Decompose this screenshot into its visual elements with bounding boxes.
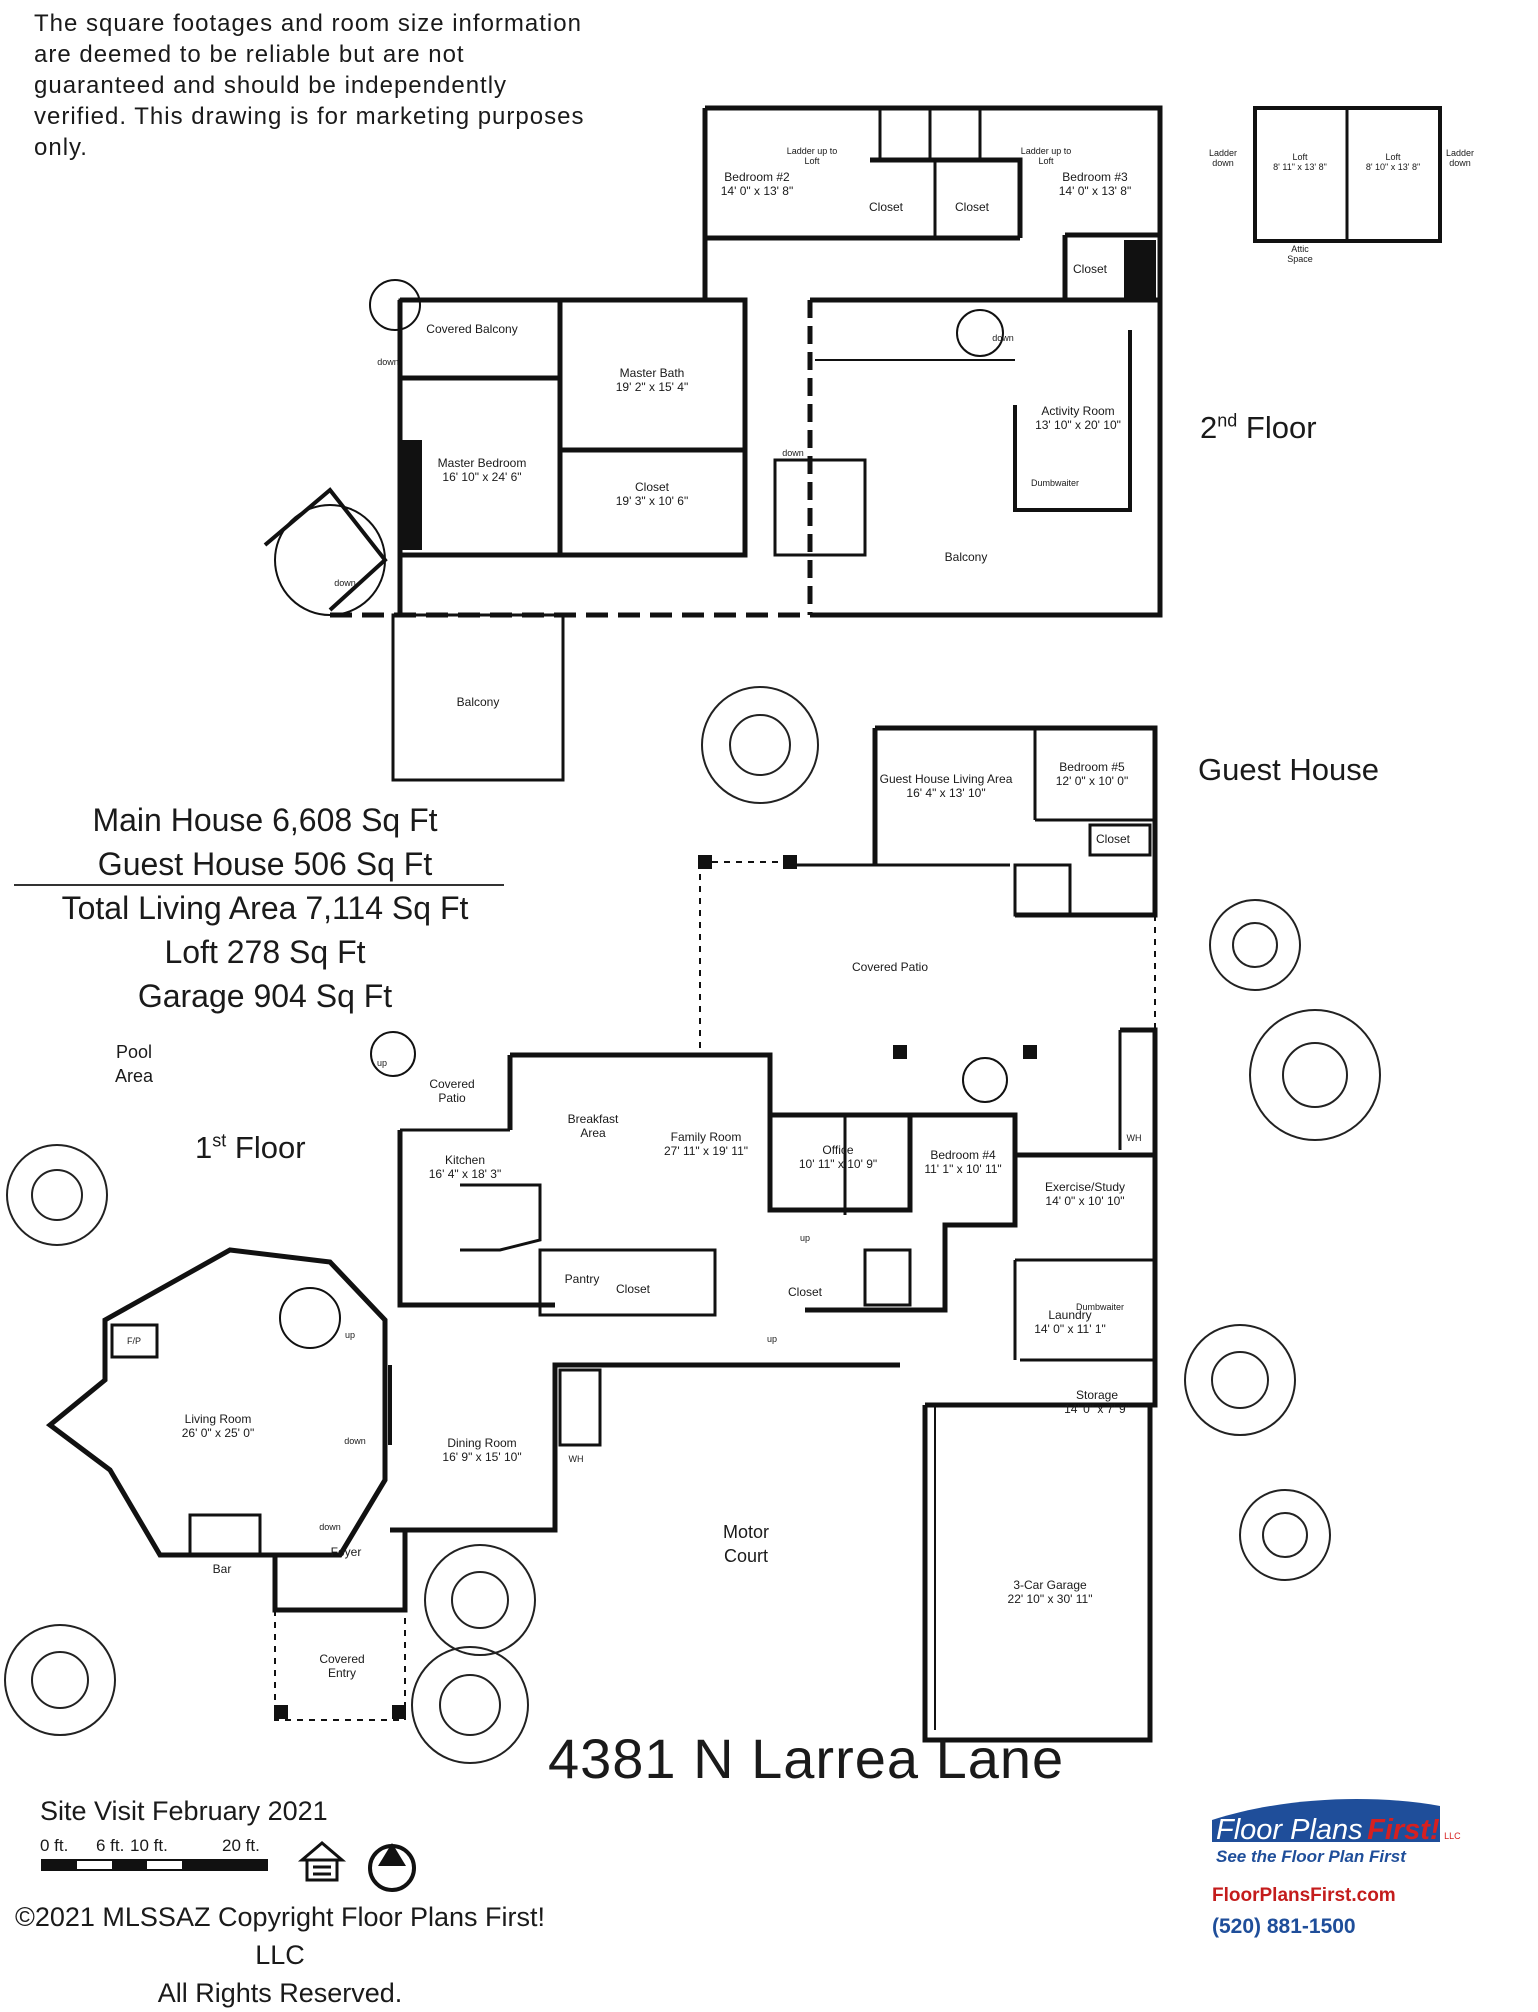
guest-house-label: Guest House xyxy=(1198,752,1379,787)
room-covered-patio-small: Covered Patio xyxy=(429,1077,475,1105)
room-covered-entry: Covered Entry xyxy=(319,1652,365,1680)
scale-label-6: 6 ft. xyxy=(96,1836,125,1855)
room-pool: Pool Area xyxy=(114,1042,154,1086)
logo-llc: LLC xyxy=(1444,1831,1461,1841)
copyright-line-2: All Rights Reserved. xyxy=(157,1978,403,2008)
room-balcony-lower: Balcony xyxy=(456,695,500,709)
logo-brand-accent: First! xyxy=(1367,1814,1440,1846)
label-down-f: down xyxy=(319,1522,341,1532)
label-up-a: up xyxy=(376,1058,388,1068)
logo-tagline: See the Floor Plan First xyxy=(1216,1847,1406,1866)
label-closet-office: Closet xyxy=(787,1285,823,1299)
room-foyer: Foyer xyxy=(330,1545,362,1559)
area-divider xyxy=(14,884,504,886)
logo-swoosh-icon xyxy=(1212,1798,1440,1842)
room-pantry: Pantry xyxy=(564,1272,600,1286)
wall-garage xyxy=(922,1405,1153,1743)
label-fireplace: F/P xyxy=(126,1336,142,1346)
wall-living-room xyxy=(45,1247,388,1558)
label-up-d: up xyxy=(766,1334,778,1344)
logo-phone: (520) 881-1500 xyxy=(1212,1915,1356,1938)
label-wh-a: WH xyxy=(568,1454,584,1464)
label-closet-guest: Closet xyxy=(1095,832,1131,846)
label-up-c: up xyxy=(799,1233,811,1243)
area-main: Main House 6,608 Sq Ft xyxy=(92,802,438,838)
area-guest: Guest House 506 Sq Ft xyxy=(97,846,433,882)
scale-bar xyxy=(41,1859,268,1871)
label-dumbwaiter-upper: Dumbwaiter xyxy=(1030,478,1080,488)
label-closet-b: Closet xyxy=(954,200,990,214)
room-bar: Bar xyxy=(212,1562,232,1576)
disclaimer-text: The square footages and room size inform… xyxy=(34,10,585,161)
property-address: 4381 N Larrea Lane xyxy=(548,1727,1065,1790)
logo-brand: Floor Plans xyxy=(1216,1814,1363,1846)
room-breakfast: Breakfast Area xyxy=(567,1112,619,1140)
room-covered-patio-big: Covered Patio xyxy=(851,960,929,974)
label-down-c: down xyxy=(992,333,1014,343)
label-down-d: down xyxy=(782,448,804,458)
label-down-a: down xyxy=(377,357,399,367)
second-floor-label: 2nd Floor xyxy=(1200,410,1317,445)
area-garage: Garage 904 Sq Ft xyxy=(137,978,393,1014)
area-total: Total Living Area 7,114 Sq Ft xyxy=(61,890,469,926)
wall-family-room xyxy=(510,1052,1015,1118)
copyright: ©2021 MLSSAZ Copyright Floor Plans First… xyxy=(0,1898,560,2012)
first-floor-label: 1st Floor xyxy=(195,1130,306,1165)
equal-housing-icon xyxy=(297,1841,347,1882)
trees xyxy=(4,686,1381,1764)
label-closet-pantry: Closet xyxy=(615,1282,651,1296)
room-balcony-upper: Balcony xyxy=(944,550,988,564)
label-ladder-down-a: Ladder down xyxy=(1208,148,1238,168)
label-ladder-up-a: Ladder up to Loft xyxy=(786,146,838,166)
area-loft: Loft 278 Sq Ft xyxy=(164,934,366,970)
label-dumbwaiter-lower: Dumbwaiter xyxy=(1075,1302,1125,1312)
label-wh-b: WH xyxy=(1126,1133,1142,1143)
label-down-e: down xyxy=(344,1436,366,1446)
wall-closets xyxy=(870,157,1023,238)
copyright-line-1: ©2021 MLSSAZ Copyright Floor Plans First… xyxy=(14,1902,546,1970)
scale-label-0: 0 ft. xyxy=(40,1836,69,1855)
room-motor-court: Motor Court xyxy=(722,1522,769,1566)
label-up-b: up xyxy=(344,1330,356,1340)
north-arrow-icon xyxy=(368,1843,416,1892)
label-ladder-up-b: Ladder up to Loft xyxy=(1020,146,1072,166)
label-closet-c: Closet xyxy=(1072,262,1108,276)
scale-label-10: 10 ft. xyxy=(130,1836,168,1855)
label-down-b: down xyxy=(334,578,356,588)
label-closet-a: Closet xyxy=(868,200,904,214)
company-logo: Floor Plans First! LLC See the Floor Pla… xyxy=(1210,1810,1461,1939)
site-visit-date: Site Visit February 2021 xyxy=(40,1796,328,1826)
wall-master-suite xyxy=(400,297,748,558)
wall-activity xyxy=(810,297,1163,618)
label-attic: Attic Space xyxy=(1287,244,1313,264)
label-ladder-down-b: Ladder down xyxy=(1445,148,1475,168)
wall-east-wing xyxy=(925,1027,1158,1408)
logo-url: FloorPlansFirst.com xyxy=(1212,1885,1396,1906)
scale-label-20: 20 ft. xyxy=(222,1836,260,1855)
wall-bedrooms-wing xyxy=(705,105,1163,235)
room-covered-balcony: Covered Balcony xyxy=(426,322,518,336)
